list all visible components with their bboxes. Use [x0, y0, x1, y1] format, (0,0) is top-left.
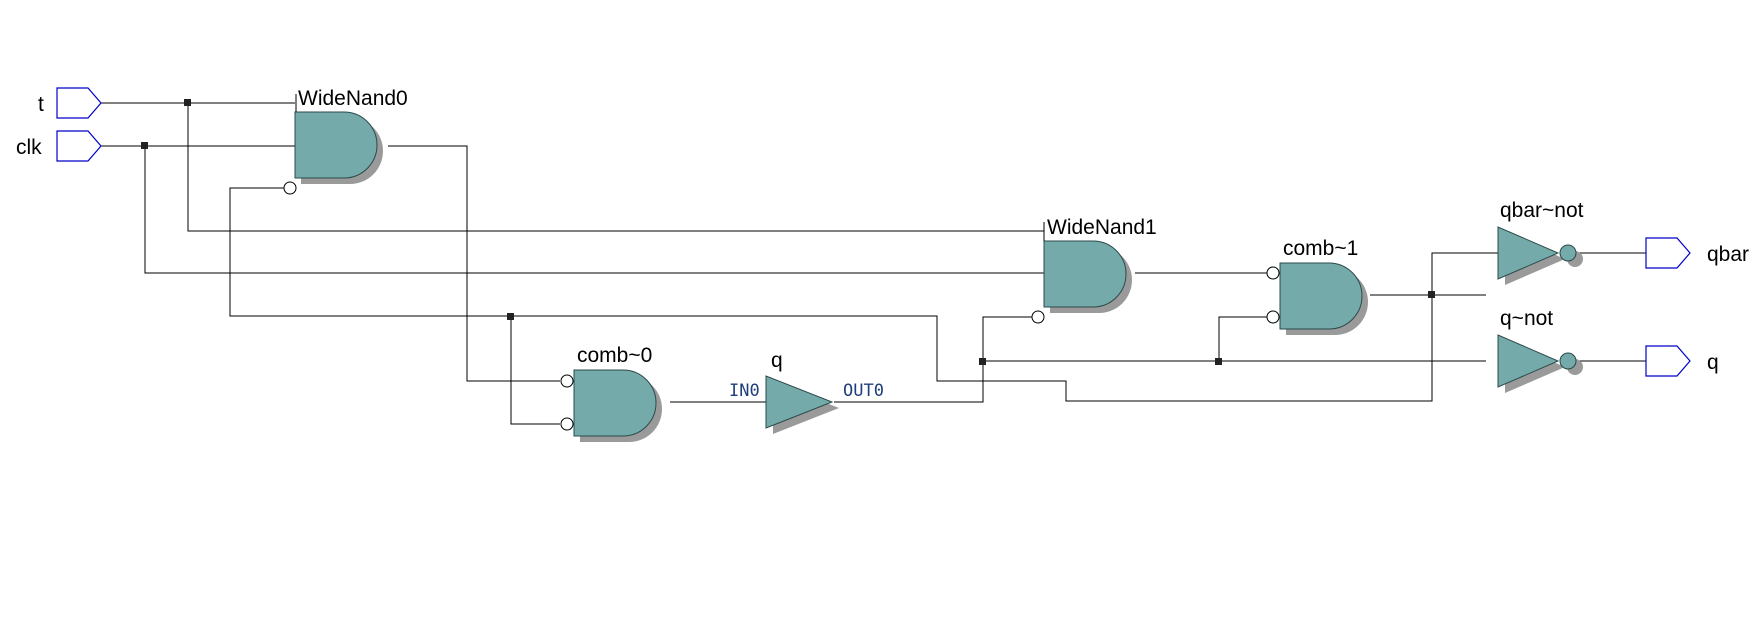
gate-widenand1-label: WideNand1	[1047, 216, 1157, 239]
gate-widenand1: WideNand1	[1031, 216, 1157, 324]
inverter-qnot: q~not	[1497, 307, 1583, 393]
gate-widenand1-body	[1043, 240, 1127, 308]
gate-comb1-label: comb~1	[1283, 237, 1358, 260]
inverter-qbarnot-output-bubble	[1559, 244, 1577, 262]
input-port-t-symbol	[56, 87, 102, 119]
buffer-q-label: q	[771, 349, 783, 372]
inverter-qbarnot-body	[1497, 226, 1560, 280]
output-port-qbar: qbar	[1645, 237, 1749, 269]
buffer-q-in-pin: IN0	[729, 381, 760, 401]
wire-widenand0-out	[388, 145, 560, 382]
wire-feedback-comb0	[510, 316, 560, 425]
junction-comb1-out	[1428, 291, 1435, 298]
junction-clk	[141, 142, 148, 149]
input-port-clk-symbol	[56, 130, 102, 162]
gate-widenand0-inverted-input	[283, 181, 297, 195]
gate-comb1: comb~1	[1266, 237, 1368, 335]
gate-comb0: comb~0	[560, 344, 662, 442]
input-port-clk: clk	[16, 130, 102, 162]
input-port-t-label: t	[38, 93, 44, 116]
output-port-qbar-label: qbar	[1707, 243, 1749, 266]
input-port-clk-label: clk	[16, 136, 42, 159]
junction-buffer-out	[979, 358, 986, 365]
junctions	[141, 99, 1435, 365]
wire-feedback-a	[229, 187, 1486, 402]
gate-comb0-inverted-input-1	[560, 374, 574, 388]
wires	[100, 102, 1648, 425]
wire-comb1-to-qbarnot	[1431, 252, 1498, 295]
input-port-t: t	[38, 87, 102, 119]
junction-feedback	[507, 313, 514, 320]
gate-comb0-inverted-input-2	[560, 417, 574, 431]
buffer-q-body	[765, 375, 834, 429]
wire-q-comb1	[1218, 316, 1272, 361]
inverter-qnot-body	[1497, 334, 1560, 388]
inverter-qnot-output-bubble	[1559, 352, 1577, 370]
inverter-qbarnot: qbar~not	[1497, 199, 1584, 285]
buffer-q: q IN0 OUT0	[729, 349, 884, 434]
junction-t	[184, 99, 191, 106]
gate-comb1-inverted-input-2	[1266, 310, 1280, 324]
gate-widenand1-inverted-input	[1031, 310, 1045, 324]
wire-clk-branch	[144, 146, 1044, 274]
output-port-q-label: q	[1707, 351, 1719, 374]
gate-comb1-inverted-input-1	[1266, 266, 1280, 280]
inverter-qnot-label: q~not	[1500, 307, 1553, 330]
gate-comb1-body	[1279, 262, 1363, 330]
gate-widenand0-label: WideNand0	[298, 87, 408, 110]
gate-comb0-label: comb~0	[577, 344, 652, 367]
output-port-q-symbol	[1645, 345, 1691, 377]
output-port-qbar-symbol	[1645, 237, 1691, 269]
inverter-qbarnot-label: qbar~not	[1500, 199, 1584, 222]
gate-comb0-body	[573, 369, 657, 437]
gate-widenand0-body	[294, 111, 378, 179]
output-port-q: q	[1645, 345, 1719, 377]
gate-widenand0: WideNand0	[283, 87, 408, 195]
junction-q-net	[1215, 358, 1222, 365]
buffer-q-out-pin: OUT0	[843, 381, 884, 401]
